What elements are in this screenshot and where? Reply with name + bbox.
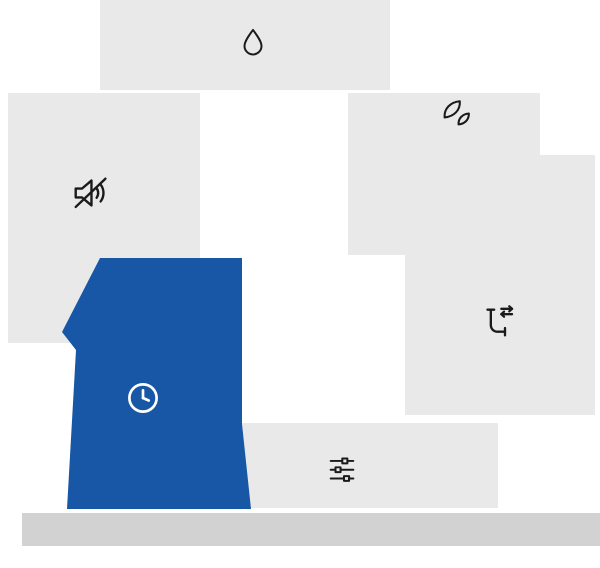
settings-tile[interactable] [210,423,498,508]
bottom-bar [22,513,600,546]
delay-tile[interactable] [55,250,260,515]
water-drop-icon [236,26,270,60]
clock-icon [124,379,162,417]
hose-tile[interactable] [405,155,595,415]
water-drop-tile[interactable] [100,0,390,90]
hose-swap-icon [477,302,517,342]
sliders-icon [325,453,359,487]
muted-speaker-icon [68,171,112,215]
eco-leaves-icon [437,94,475,132]
